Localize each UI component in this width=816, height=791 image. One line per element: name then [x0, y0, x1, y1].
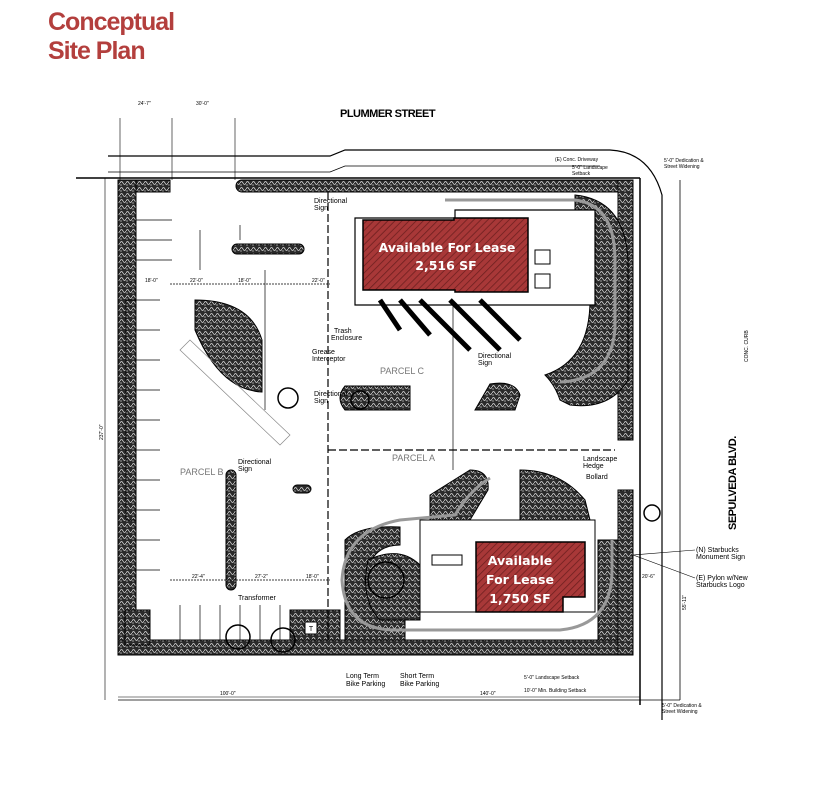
directional-sign-label: Sign — [314, 398, 328, 405]
pylon-sign-label: (E) Pylon w/New — [696, 575, 749, 582]
drive-thru-lanes — [340, 198, 617, 632]
conc-curb-label: CONC. CURB — [744, 330, 750, 362]
dimension-text: 27'-2" — [255, 574, 268, 580]
landscape-hedge-label: Hedge — [583, 463, 604, 470]
bollard-label: Bollard — [586, 474, 608, 481]
dimension-text: 55'-11" — [682, 595, 688, 610]
monument-sign-label: Monument Sign — [696, 554, 745, 561]
dimension-text: 237'-0" — [99, 424, 105, 440]
transformer-mark: T — [309, 626, 314, 633]
dimension-text: 24'-7" — [138, 101, 151, 107]
grease-interceptor-label: Interceptor — [312, 356, 346, 363]
dimension-text: 20'-6" — [642, 574, 655, 580]
dimension-text: 22'-4" — [192, 574, 205, 580]
dimension-text: 18'-0" — [238, 278, 251, 284]
lease-space-2-size: 1,750 SF — [489, 591, 550, 606]
monument-sign-label: (N) Starbucks — [696, 547, 739, 554]
dimension-text: 140'-0" — [480, 691, 496, 697]
directional-sign-label: Directional — [238, 459, 272, 466]
building-setback-label: 10'-0" Min. Building Setback — [524, 688, 587, 694]
street-name-plummer: PLUMMER STREET — [340, 108, 436, 120]
parcel-c-label: PARCEL C — [380, 366, 425, 376]
driveway-label: (E) Conc. Driveway — [555, 157, 599, 163]
annotation-labels: Directional Sign Trash Enclosure Grease … — [238, 157, 749, 715]
parking-stalls — [136, 192, 615, 640]
page-title: Conceptual Site Plan — [48, 8, 175, 66]
transformer-label: Transformer — [238, 595, 277, 602]
directional-sign-label: Directional — [314, 391, 348, 398]
dedication-label-top: 5'-0" Dedication & — [664, 158, 704, 164]
short-term-bike-label: Short Term — [400, 673, 434, 680]
dedication-label-bottom: Street Widening — [662, 709, 698, 715]
building-parcel-c — [354, 209, 596, 352]
landscape-setback-label: 5'-0" Landscape Setback — [524, 675, 580, 681]
dimension-text: 30'-0" — [196, 101, 209, 107]
landscape-setback-top: 5'-0" Landscape — [572, 165, 608, 171]
plummer-street-edge — [76, 118, 681, 720]
landscape-hedge-label: Landscape — [583, 456, 617, 463]
landscape-setback-top: Setback — [572, 171, 591, 177]
trash-enclosure-label: Enclosure — [331, 335, 362, 342]
directional-sign-label: Directional — [478, 353, 512, 360]
directional-sign-label: Sign — [238, 466, 252, 473]
directional-sign-label: Sign — [314, 205, 328, 212]
title-line-2: Site Plan — [48, 37, 146, 65]
directional-sign-label: Sign — [478, 360, 492, 367]
building-parcel-a — [419, 519, 596, 613]
grease-interceptor-label: Grease — [312, 349, 335, 356]
transformer-box — [304, 621, 318, 635]
dedication-label-bottom: 5'-0" Dedication & — [662, 703, 702, 709]
short-term-bike-label: Bike Parking — [400, 681, 439, 688]
pylon-sign-label: Starbucks Logo — [696, 582, 745, 589]
dimension-labels: 100'-0" 140'-0" 237'-0" 24'-7" 30'-0" 18… — [99, 101, 688, 698]
lease-space-1-title: Available For Lease — [379, 240, 516, 255]
tree-icons — [225, 387, 661, 653]
trash-enclosure-label: Trash — [334, 328, 352, 335]
lease-space-2-line-2: For Lease — [486, 572, 554, 587]
lease-space-2-line-1: Available — [488, 553, 553, 568]
title-line-1: Conceptual — [48, 8, 175, 36]
long-term-bike-label: Bike Parking — [346, 681, 385, 688]
dimension-text: 100'-0" — [220, 691, 236, 697]
parcel-a-label: PARCEL A — [392, 453, 435, 463]
dimension-text: 18'-0" — [145, 278, 158, 284]
street-name-sepulveda: SEPULVEDA BLVD. — [727, 436, 739, 530]
dimension-text: 22'-0" — [312, 278, 325, 284]
dimension-text: 22'-0" — [190, 278, 203, 284]
dedication-label-top: Street Widening — [664, 164, 700, 170]
directional-sign-label: Directional — [314, 198, 348, 205]
dimension-text: 18'-0" — [306, 574, 319, 580]
lease-space-1-size: 2,516 SF — [415, 258, 476, 273]
parcel-b-label: PARCEL B — [180, 467, 224, 477]
long-term-bike-label: Long Term — [346, 673, 379, 680]
